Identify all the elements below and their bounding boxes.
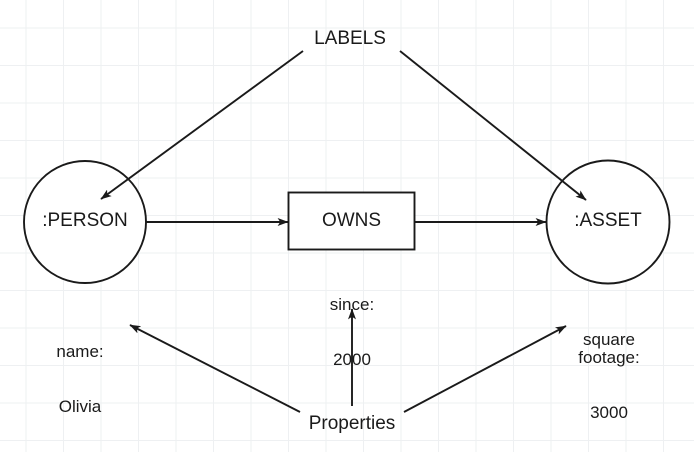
node-asset-circle[interactable]	[545, 159, 671, 285]
edge-properties-to-asset-property	[403, 325, 567, 413]
relationship-owns-box[interactable]	[287, 191, 416, 251]
edge-properties-to-person-property	[129, 324, 301, 413]
edge-labels-to-person	[100, 50, 304, 200]
edge-labels-to-asset	[399, 50, 587, 201]
